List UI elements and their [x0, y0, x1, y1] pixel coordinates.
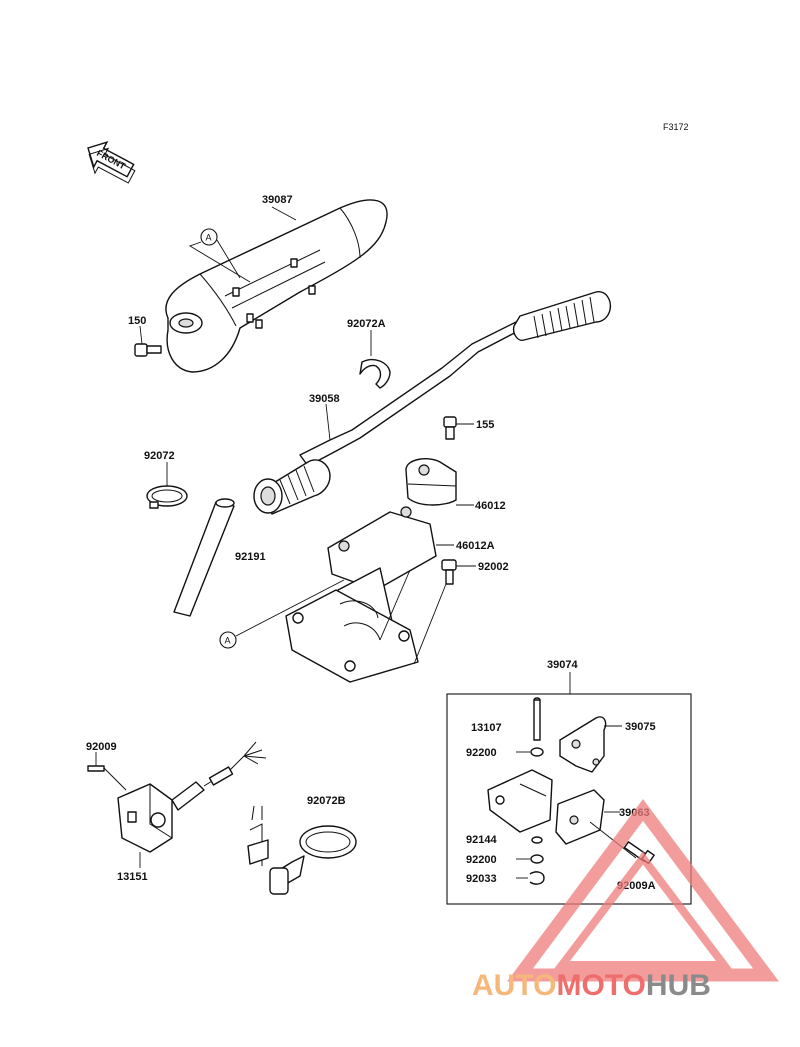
holder-lower-46012A: [285, 506, 437, 683]
watermark-hub: HUB: [646, 969, 711, 1002]
lever-39075: [559, 716, 607, 773]
label-pin: 13107: [471, 722, 502, 734]
tube-92191: [173, 498, 235, 617]
figure-code: F3172: [663, 122, 689, 132]
label-tube: 92191: [235, 551, 266, 563]
label-grip-cover: 39087: [262, 194, 293, 206]
svg-text:AUTOMOTOHUB: AUTOMOTOHUB: [472, 969, 711, 1002]
bolt-155: [443, 416, 457, 440]
svg-text:A: A: [206, 233, 212, 243]
bolt-150: [134, 343, 162, 357]
circlip-92033: [529, 871, 545, 885]
bolt-92002: [441, 559, 457, 585]
label-assy-39074: 39074: [547, 659, 578, 671]
label-circlip: 92033: [466, 873, 497, 885]
label-bolt-92002: 92002: [478, 561, 509, 573]
band-92072B: [247, 805, 357, 895]
label-lever: 39075: [625, 721, 656, 733]
label-band-92072B: 92072B: [307, 795, 346, 807]
washer-92200-top: [530, 747, 544, 757]
callout-a-bottom: A: [219, 579, 345, 649]
label-handlebar: 39058: [309, 393, 340, 405]
pin-13107: [533, 697, 541, 741]
label-washer-top: 92200: [466, 747, 497, 759]
lever-body-39063: [487, 769, 605, 845]
front-arrow-icon: [87, 141, 136, 184]
grip-cover-39087: [165, 199, 388, 373]
switch-13151: [117, 741, 267, 853]
watermark-auto: AUTO: [472, 969, 556, 1002]
label-ring: 92144: [466, 834, 497, 846]
label-switch: 13151: [117, 871, 148, 883]
watermark-triangle-icon: [507, 799, 779, 982]
watermark-moto: MOTO: [556, 969, 645, 1002]
band-92072: [146, 485, 188, 509]
handlebar-39058: [253, 291, 612, 515]
label-washer-bottom: 92200: [466, 854, 497, 866]
svg-text:A: A: [225, 636, 231, 646]
label-bolt-155: 155: [476, 419, 494, 431]
label-bolt-150: 150: [128, 315, 146, 327]
ring-92144: [531, 836, 543, 844]
label-screw-92009: 92009: [86, 741, 117, 753]
band-92072A: [359, 358, 391, 389]
holder-upper-46012: [405, 458, 457, 506]
watermark-logo: AUTOMOTOHUB: [472, 969, 711, 1002]
label-holder-upper: 46012: [475, 500, 506, 512]
label-holder-lower: 46012A: [456, 540, 495, 552]
screw-92009: [87, 765, 127, 791]
callout-a-top: A: [188, 228, 251, 283]
label-band-92072: 92072: [144, 450, 175, 462]
label-band-92072A: 92072A: [347, 318, 386, 330]
washer-92200-bottom: [530, 854, 544, 864]
